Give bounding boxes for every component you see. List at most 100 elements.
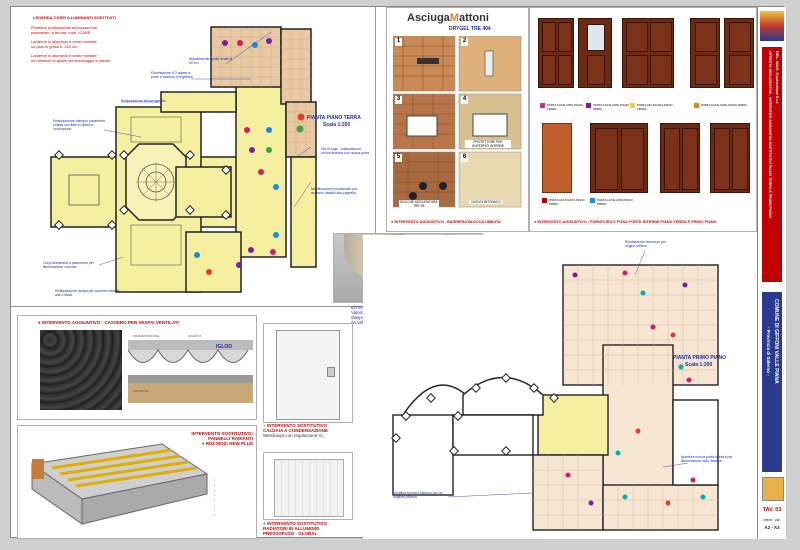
door-swatch-red bbox=[542, 198, 547, 203]
cassero-title: ● INTERVENTO AGGIUNTIVO - CASSERO PER VE… bbox=[38, 320, 179, 325]
door-double-4 bbox=[660, 123, 700, 193]
svg-text:MAGRONE: MAGRONE bbox=[133, 389, 149, 393]
cyan-dot-icon: ● bbox=[263, 521, 267, 526]
svg-text:PAVIMENTAZIONE: PAVIMENTAZIONE bbox=[133, 334, 159, 338]
doors-panel: PORTA A DUE ANTE PIANO TERRA PORTA A DUE… bbox=[529, 7, 757, 232]
provincia-text: - Provincia di Salerno - bbox=[766, 327, 771, 376]
legend-line: su mensole in ghisa per ancoraggio a par… bbox=[31, 58, 110, 63]
asciugamattoni-panel: AsciugaMattoni DRYGEL TRE 404 bbox=[386, 7, 529, 232]
door-swatch-yellow bbox=[630, 103, 635, 108]
asciuga-footer: ● INTERVENTO AGGIUNTIVO - BARRIERA BLOCC… bbox=[391, 220, 527, 225]
asciuga-brand-c: attoni bbox=[458, 12, 489, 24]
bullet-icon: ● bbox=[38, 320, 42, 325]
door-legend-4: PORTA A DUE ANTE PIANO TERRA bbox=[701, 103, 748, 107]
door-double-1 bbox=[538, 18, 574, 88]
note-tramezzo: Eliminazione tramezzo per miglior utiliz… bbox=[625, 240, 667, 248]
pannelli-title: INTERVENTO SOSTITUTIVO: bbox=[191, 431, 253, 436]
caldaia-line: CALDAIA A CONDENSAZIONE bbox=[263, 428, 328, 433]
door-plain bbox=[542, 123, 572, 193]
cassero-brand: IGLOO bbox=[216, 344, 233, 350]
radiatori-title-text: INTERVENTO SOSTITUTIVO bbox=[266, 521, 328, 526]
size-label: A2 - A3 bbox=[764, 525, 780, 530]
door-single-1 bbox=[690, 18, 720, 88]
radiatori-title: ● INTERVENTO SOSTITUTIVO bbox=[263, 521, 359, 526]
svg-text:SOLETTA: SOLETTA bbox=[188, 334, 201, 338]
cassero-photo bbox=[40, 330, 122, 410]
opera-text: OFFERTA MIGLIORATIVA - INTERVENTI AGGIUN… bbox=[768, 51, 772, 218]
door-glass bbox=[578, 18, 612, 88]
cassero-title-text: INTERVENTO AGGIUNTIVO - CASSERO PER VESP… bbox=[41, 320, 179, 325]
step-badge-2: 2 bbox=[461, 38, 468, 46]
asciuga-steps bbox=[393, 36, 522, 208]
door-legend-2: PORTA A DUE ANTE PIANO PRIMO bbox=[593, 103, 629, 111]
legend-block: Proiettori professionali ad incasso nel … bbox=[31, 25, 141, 63]
caldaia-unit bbox=[276, 330, 340, 420]
doors-footer-text: INTERVENTO AGGIUNTIVO - FORNITURA E POSA… bbox=[537, 220, 717, 224]
ground-plan-scale: Scala 1:200 bbox=[323, 122, 351, 128]
door-double-2 bbox=[622, 18, 674, 88]
drawing-sheet: LEGENDA CORPI ILLUMINANTI SOSTITUITI Pro… bbox=[10, 6, 786, 539]
pannelli-legend: ▪▪▪▪▪▪▪▪ bbox=[214, 478, 216, 517]
company-text: DEL. MAR. Costruzioni S.r.l. bbox=[775, 51, 780, 105]
door-swatch-blue bbox=[590, 198, 595, 203]
ground-plan-title: PIANTA PIANO TERRA bbox=[307, 115, 361, 121]
step-badge-6: 6 bbox=[461, 154, 468, 162]
title-block: DEL. MAR. Costruzioni S.r.l. OFFERTA MIG… bbox=[757, 7, 786, 539]
caldaia-title: ● INTERVENTO SOSTITUTIVO bbox=[263, 423, 359, 428]
green-dot-icon: ● bbox=[201, 441, 206, 446]
caldaia-title-text: INTERVENTO SOSTITUTIVO bbox=[266, 423, 328, 428]
door-double-5 bbox=[710, 123, 750, 193]
note-colonne: Corpi illuminanti a pavimento per illumi… bbox=[43, 261, 94, 269]
asciuga-sub: DRYGEL TRE 404 bbox=[449, 26, 491, 32]
legend-line: pavimento, a tenuta, mod. ICARE bbox=[31, 30, 91, 35]
step-badge-1: 1 bbox=[395, 38, 402, 46]
comune-text: COMUNE DI GIFFONI VALLE PIANA bbox=[773, 299, 779, 384]
note-rampa: Realizzazione rampa per accesso disabili… bbox=[55, 289, 120, 297]
door-legend-3: PORTA AD UN'ANTA PIANO TERRA bbox=[637, 103, 673, 111]
legend-line: Lanterne in alluminio e vetro montate bbox=[31, 53, 97, 58]
note-servizi: Realizzazione servizi igienici bbox=[121, 99, 166, 103]
asciuga-brand-b: M bbox=[449, 12, 459, 24]
caption-intonaco: NUOVO INTONACO bbox=[469, 200, 503, 204]
caldaia-caption: ● INTERVENTO SOSTITUTIVO CALDAIA A CONDE… bbox=[263, 423, 359, 438]
radiatori-caption: ● INTERVENTO SOSTITUTIVO RADIATORI IN AL… bbox=[263, 521, 359, 536]
door-double-3 bbox=[590, 123, 648, 193]
first-floor-panel: Eliminazione tramezzo per miglior utiliz… bbox=[363, 235, 757, 539]
radiatori-line: PRESSOFUSO - GLOBAL bbox=[263, 531, 318, 536]
note-via-fuga: Via di fuga - realizzazione nuova finest… bbox=[321, 147, 370, 155]
door-swatch-magenta bbox=[540, 103, 545, 108]
pannelli-line: ● RDZ MOD. NEW PLUS bbox=[191, 441, 253, 446]
elab-label: elem. val. bbox=[763, 517, 781, 522]
ground-floor-plan-drawing bbox=[50, 26, 317, 293]
note-alzate: Eliminazione n°2 alzate a porte e scalon… bbox=[151, 71, 193, 79]
pannelli-drawing bbox=[30, 443, 209, 525]
sidebar-emblem bbox=[762, 477, 784, 501]
door-swatch-purple bbox=[586, 103, 591, 108]
first-floor-plan-drawing bbox=[391, 250, 719, 531]
caption-bocche: BOCCHE ASCIUGATURA TRE SE bbox=[399, 200, 439, 208]
legend-line: su palo in ghisa h. 320 cm bbox=[31, 44, 78, 49]
caldaia-panel bbox=[263, 323, 353, 423]
tav-label: TAV. 03 bbox=[762, 507, 782, 513]
caption-protettore: PROTETTORE PER SUPERFICI INTERNE bbox=[465, 140, 511, 148]
logo-image bbox=[760, 11, 784, 41]
legend-line: Lanterne in alluminio e vetro montate bbox=[31, 39, 97, 44]
caldaia-line: Weishaupt con regolazione O₂ bbox=[263, 433, 324, 438]
legend-line: Proiettori professionali ad incasso nel bbox=[31, 25, 98, 30]
asciuga-footer-text: INTERVENTO AGGIUNTIVO - BARRIERA BLOCCA … bbox=[394, 220, 502, 224]
pannelli-caption: INTERVENTO SOSTITUTIVO: PANNELLI RADIANT… bbox=[191, 431, 253, 446]
first-plan-scale: Scala 1:200 bbox=[685, 362, 713, 368]
door-legend-1: PORTA A DUE ANTE PIANO TERRA bbox=[547, 103, 583, 111]
bullet-icon: ● bbox=[534, 220, 538, 224]
note-servizio: Modifica servizio igienico per un miglio… bbox=[393, 491, 443, 499]
pannelli-panel: ▪▪▪▪▪▪▪▪ bbox=[17, 425, 257, 539]
step-badge-3: 3 bbox=[395, 96, 402, 104]
comune-banner bbox=[762, 292, 782, 472]
legend-title: LEGENDA CORPI ILLUMINANTI SOSTITUITI bbox=[33, 15, 116, 20]
radiatori-line: RADIATORI IN ALLUMINIO bbox=[263, 526, 320, 531]
asciuga-logo: AsciugaMattoni bbox=[407, 12, 489, 24]
door-legend-6: PORTA A DUE ANTE PIANO PRIMO bbox=[597, 198, 633, 206]
asciuga-brand-a: Asciuga bbox=[407, 12, 450, 24]
note-porta-finestra: Apertura nuova porta-finestra per illumi… bbox=[681, 455, 733, 463]
door-swatch-orange bbox=[694, 103, 699, 108]
